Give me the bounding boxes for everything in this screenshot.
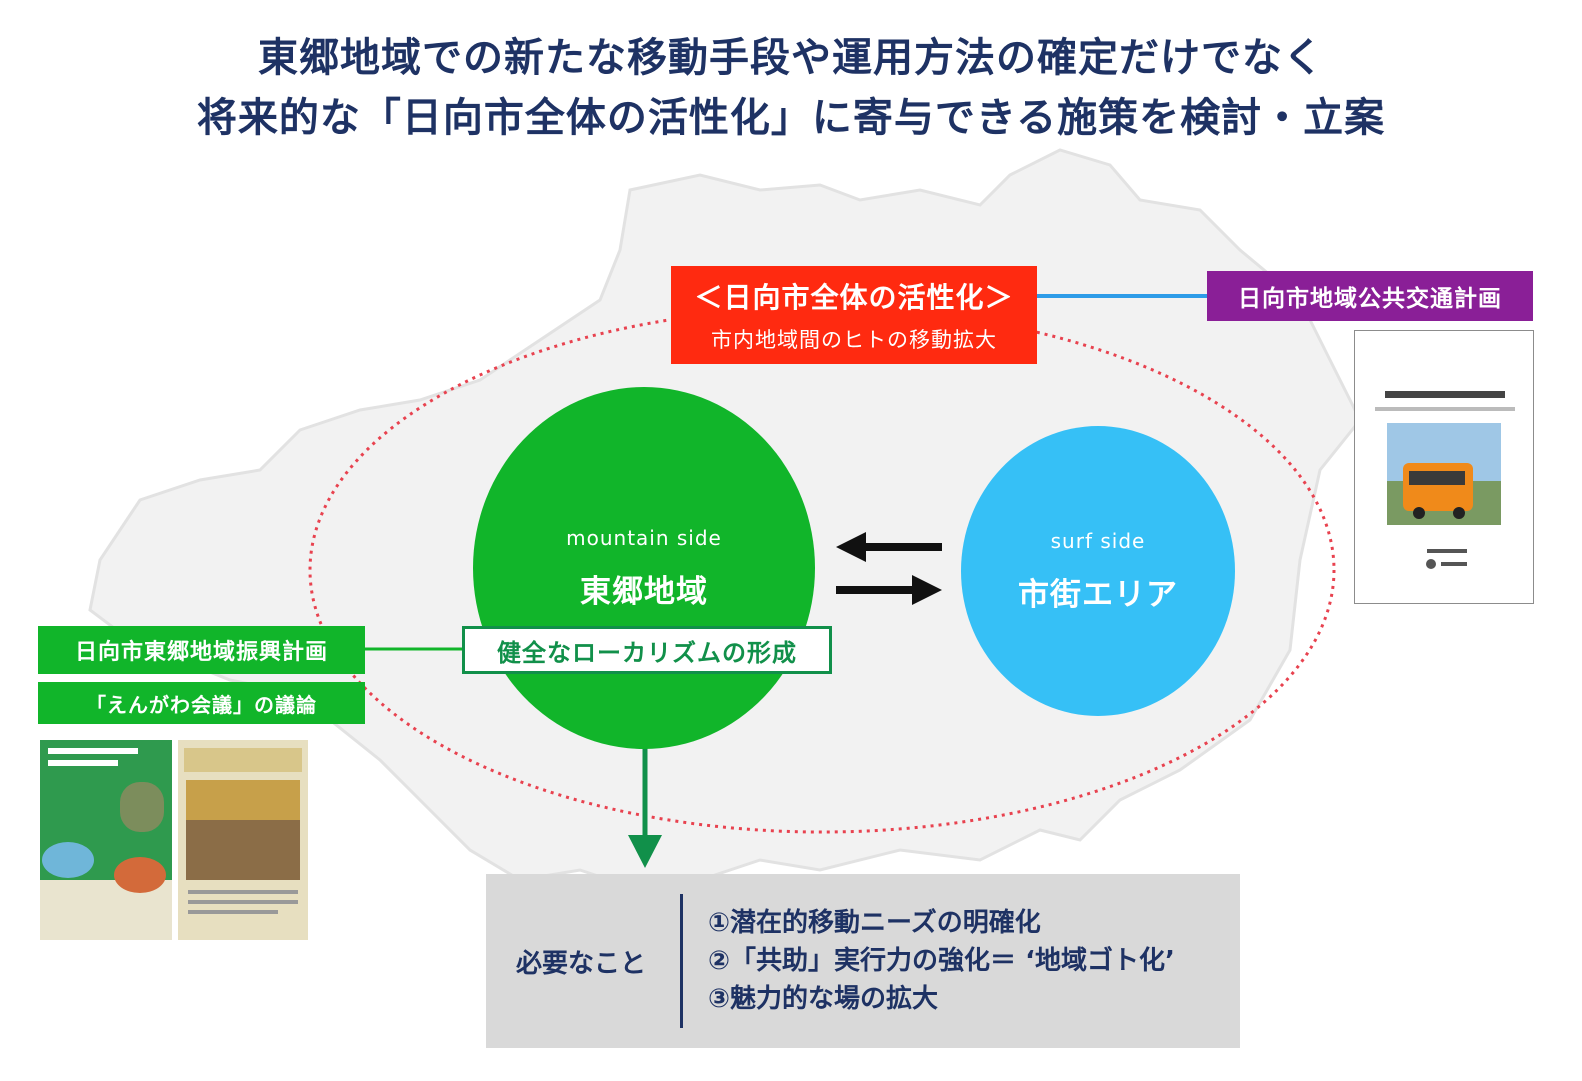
mountain-side-label: mountain side	[566, 525, 722, 550]
title-line-2: 将来的な「日向市全体の活性化」に寄与できる施策を検討・立案	[196, 95, 1386, 141]
city-area-label: 市街エリア	[1018, 576, 1178, 613]
requirements-label: 必要なこと	[516, 948, 647, 979]
city-activation-heading: ＜日向市全体の活性化＞	[694, 281, 1014, 314]
engawa-meeting-flyer-image	[178, 740, 308, 940]
requirements-divider	[680, 894, 683, 1028]
transport-plan-document-image	[1354, 330, 1534, 604]
localism-box: 健全なローカリズムの形成	[462, 626, 832, 674]
mountain-side-circle: mountain side 東郷地域	[473, 387, 815, 749]
surf-side-label: surf side	[1050, 528, 1146, 553]
down-arrow-head	[628, 835, 662, 868]
city-activation-box: ＜日向市全体の活性化＞ 市内地域間のヒトの移動拡大	[671, 266, 1037, 364]
page-title: 東郷地域での新たな移動手段や運用方法の確定だけでなく 将来的な「日向市全体の活性…	[0, 28, 1582, 148]
surf-side-circle: surf side 市街エリア	[961, 426, 1235, 716]
city-activation-subheading: 市内地域間のヒトの移動拡大	[711, 328, 997, 352]
togo-promotion-plan-label: 日向市東郷地域振興計画	[38, 626, 365, 674]
requirement-item-1: ①潜在的移動ニーズの明確化	[708, 908, 1041, 938]
region-ellipse	[308, 306, 1336, 834]
title-line-1: 東郷地域での新たな移動手段や運用方法の確定だけでなく	[258, 35, 1324, 81]
exchange-arrows-icon	[836, 532, 942, 605]
requirements-list: ①潜在的移動ニーズの明確化 ②「共助」実行力の強化＝ ‘地域ゴト化’ ③魅力的な…	[708, 904, 1175, 1018]
public-transport-plan-label: 日向市地域公共交通計画	[1207, 271, 1533, 321]
requirement-item-3: ③魅力的な場の拡大	[708, 984, 939, 1014]
togo-area-label: 東郷地域	[580, 573, 708, 610]
requirements-box: 必要なこと ①潜在的移動ニーズの明確化 ②「共助」実行力の強化＝ ‘地域ゴト化’…	[486, 874, 1240, 1048]
requirement-item-2: ②「共助」実行力の強化＝ ‘地域ゴト化’	[708, 946, 1175, 976]
engawa-meeting-label: 「えんがわ会議」の議論	[38, 682, 365, 724]
togo-brochure-image	[40, 740, 172, 940]
